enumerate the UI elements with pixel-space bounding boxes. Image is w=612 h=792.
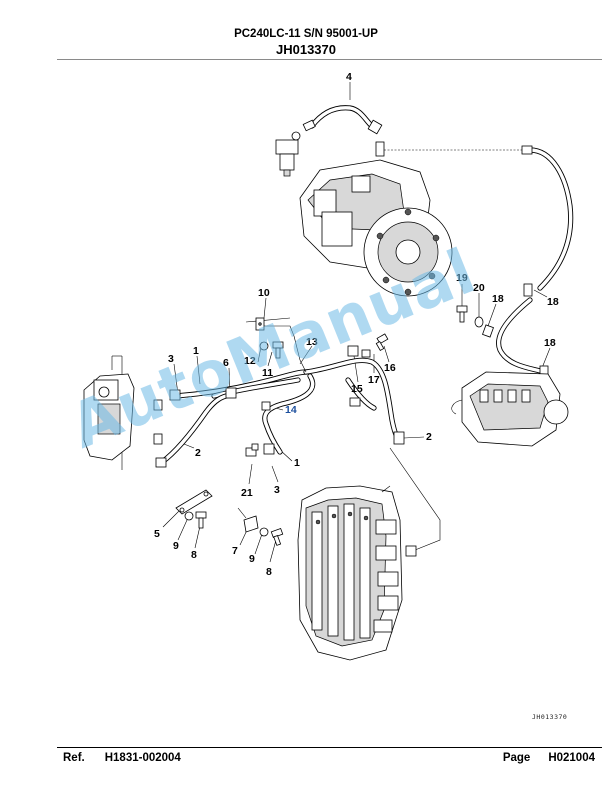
ref-label: Ref. xyxy=(63,752,85,764)
hose-1-upper xyxy=(173,369,309,399)
footer-ref: Ref. H1831-002004 xyxy=(63,752,181,764)
bolt-8b xyxy=(270,527,284,546)
callout-12: 12 xyxy=(244,355,256,367)
header-rule xyxy=(57,59,602,60)
callout-7: 7 xyxy=(232,545,238,557)
callout-17: 17 xyxy=(368,374,380,386)
callout-19: 19 xyxy=(456,272,468,284)
main-control-valve xyxy=(297,447,441,661)
callouts: 4 10 12 11 13 19 20 18 18 18 3 1 6 14 15… xyxy=(154,71,559,578)
callout-1b: 1 xyxy=(294,457,300,469)
callout-10: 10 xyxy=(258,287,270,299)
washer-9a xyxy=(184,511,194,521)
main-pump xyxy=(299,141,453,297)
figure-code: JH013370 xyxy=(532,713,568,721)
callout-11: 11 xyxy=(262,367,273,379)
figure-id: JH013370 xyxy=(276,42,336,57)
plate-5 xyxy=(175,489,213,515)
connector-15 xyxy=(347,345,371,358)
washer-9b xyxy=(259,527,269,537)
hose-4 xyxy=(302,105,383,135)
clamp-14 xyxy=(261,401,271,411)
callout-9b: 9 xyxy=(249,553,255,565)
page-label: Page xyxy=(502,752,531,764)
callout-14: 14 xyxy=(285,404,297,416)
washer-20 xyxy=(474,316,484,328)
hose-2-lower-left xyxy=(155,393,229,468)
model-line: PC240LC-11 S/N 95001-UP xyxy=(234,28,378,40)
bolt-8a xyxy=(195,511,207,529)
callout-18c: 18 xyxy=(544,337,556,349)
callout-15: 15 xyxy=(351,383,363,395)
callout-2b: 2 xyxy=(195,447,201,459)
callout-16: 16 xyxy=(384,362,396,374)
callout-21: 21 xyxy=(241,487,253,499)
ref-value: H1831-002004 xyxy=(104,752,181,764)
bracket-10 xyxy=(255,317,265,331)
leader-lines xyxy=(162,82,551,563)
footer-page: Page H021004 xyxy=(503,752,595,764)
pilot-filter xyxy=(275,131,301,177)
callout-3b: 3 xyxy=(274,484,280,496)
control-valve-right xyxy=(451,371,569,447)
bolt-16 xyxy=(375,333,389,352)
callout-1a: 1 xyxy=(193,345,199,357)
callout-8a: 8 xyxy=(191,549,197,561)
long-pilot-hose xyxy=(384,145,574,379)
hose-2-right xyxy=(303,357,405,445)
callout-8b: 8 xyxy=(266,566,272,578)
callout-13: 13 xyxy=(306,336,318,348)
clip-7 xyxy=(237,507,259,533)
callout-18a: 18 xyxy=(492,293,504,305)
callout-20: 20 xyxy=(473,282,485,294)
callout-3a: 3 xyxy=(168,353,174,365)
callout-5: 5 xyxy=(154,528,160,540)
callout-2a: 2 xyxy=(426,431,432,443)
callout-18b: 18 xyxy=(547,296,559,308)
solenoid-block xyxy=(83,355,163,470)
callout-9a: 9 xyxy=(173,540,179,552)
callout-6: 6 xyxy=(223,357,229,369)
bolt-11 xyxy=(272,341,284,359)
clamp-21 xyxy=(245,443,259,457)
clamp-18 xyxy=(482,324,494,338)
washer-12 xyxy=(259,341,269,351)
callout-4: 4 xyxy=(346,71,352,83)
page-header: PC240LC-11 S/N 95001-UP JH013370 xyxy=(0,28,612,57)
hose-center xyxy=(169,373,316,455)
page-value: H021004 xyxy=(548,752,595,764)
footer-rule xyxy=(57,747,602,748)
bolt-19 xyxy=(456,305,468,323)
